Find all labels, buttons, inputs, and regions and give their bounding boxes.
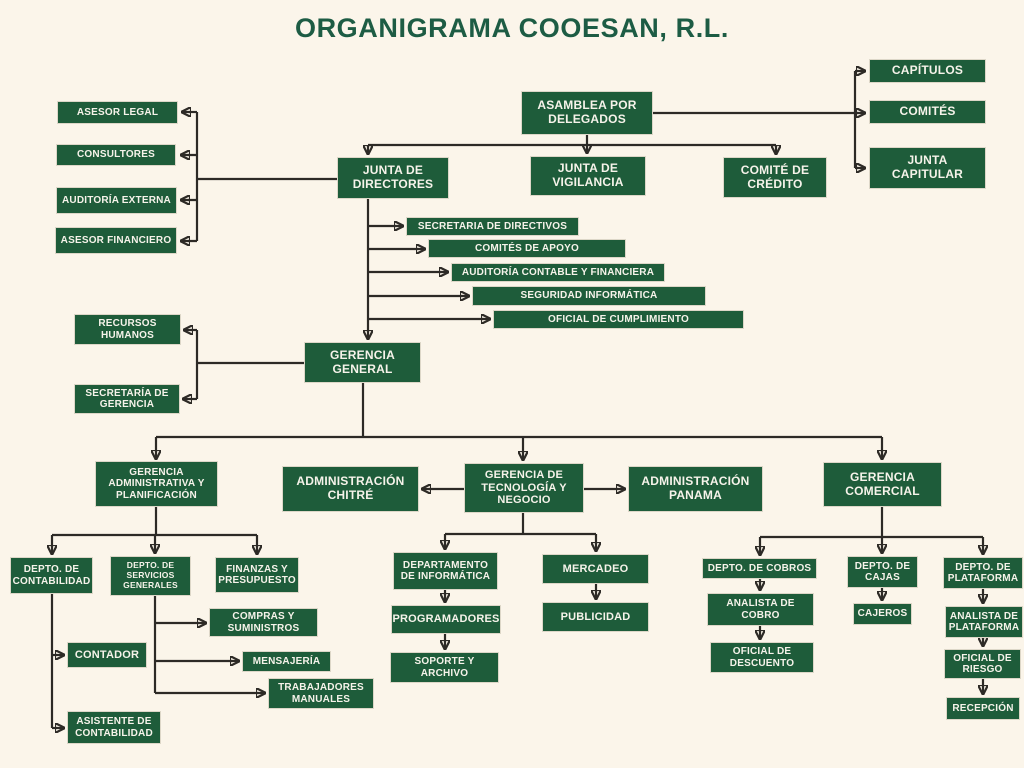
node-gerencia-comercial: GERENCIA COMERCIAL: [824, 463, 941, 506]
node-junta-capitular: JUNTA CAPITULAR: [870, 148, 985, 188]
node-depto-de-cajas: DEPTO. DE CAJAS: [848, 557, 917, 587]
node-asamblea-por-delegados: ASAMBLEA POR DELEGADOS: [522, 92, 652, 134]
node-analista-de-plataforma: ANALISTA DE PLATAFORMA: [946, 607, 1022, 637]
node-junta-de-vigilancia: JUNTA DE VIGILANCIA: [531, 157, 645, 195]
node-contador: CONTADOR: [68, 643, 146, 667]
node-depto-de-cobros: DEPTO. DE COBROS: [703, 559, 816, 578]
node-depto-de-plataforma: DEPTO. DE PLATAFORMA: [944, 558, 1022, 588]
node-administracion-chitre: ADMINISTRACIÓN CHITRÉ: [283, 467, 418, 511]
node-secretaria-de-directivos: SECRETARIA DE DIRECTIVOS: [407, 218, 578, 235]
node-gerencia-administrativa-y-planificacion: GERENCIA ADMINISTRATIVA Y PLANIFICACIÓN: [96, 462, 217, 506]
node-recursos-humanos: RECURSOS HUMANOS: [75, 315, 180, 344]
node-asesor-legal: ASESOR LEGAL: [58, 102, 177, 123]
node-gerencia-general: GERENCIA GENERAL: [305, 343, 420, 382]
node-soporte-y-archivo: SOPORTE Y ARCHIVO: [391, 653, 498, 682]
node-comites-de-apoyo: COMITÉS DE APOYO: [429, 240, 625, 257]
node-asistente-de-contabilidad: ASISTENTE DE CONTABILIDAD: [68, 712, 160, 743]
node-comite-de-credito: COMITÉ DE CRÉDITO: [724, 158, 826, 197]
node-mercadeo: MERCADEO: [543, 555, 648, 583]
node-oficial-de-descuento: OFICIAL DE DESCUENTO: [711, 643, 813, 672]
node-auditoria-externa: AUDITORÍA EXTERNA: [57, 188, 176, 213]
node-cajeros: CAJEROS: [854, 604, 911, 624]
node-junta-de-directores: JUNTA DE DIRECTORES: [338, 158, 448, 198]
node-oficial-de-cumplimiento: OFICIAL DE CUMPLIMIENTO: [494, 311, 743, 328]
page-title: ORGANIGRAMA COOESAN, R.L.: [294, 13, 729, 43]
node-depto-de-servicios-generales: DEPTO. DE SERVICIOS GENERALES: [111, 557, 190, 595]
node-mensajeria: MENSAJERÍA: [243, 652, 330, 671]
node-trabajadores-manuales: TRABAJADORES MANUALES: [269, 679, 373, 708]
node-comites: COMITÉS: [870, 101, 985, 123]
node-secretaria-de-gerencia: SECRETARÍA DE GERENCIA: [75, 385, 179, 413]
node-publicidad: PUBLICIDAD: [543, 603, 648, 631]
node-departamento-de-informatica: DEPARTAMENTO DE INFORMÁTICA: [394, 553, 497, 589]
node-oficial-de-riesgo: OFICIAL DE RIESGO: [945, 650, 1020, 678]
node-programadores: PROGRAMADORES: [392, 606, 500, 633]
node-depto-de-contabilidad: DEPTO. DE CONTABILIDAD: [11, 558, 92, 593]
node-compras-y-suministros: COMPRAS Y SUMINISTROS: [210, 609, 317, 636]
node-consultores: CONSULTORES: [57, 145, 175, 165]
node-auditoria-contable-y-financiera: AUDITORÍA CONTABLE Y FINANCIERA: [452, 264, 664, 281]
node-analista-de-cobro: ANALISTA DE COBRO: [708, 594, 813, 625]
node-asesor-financiero: ASESOR FINANCIERO: [56, 228, 176, 253]
node-recepcion: RECEPCIÓN: [947, 698, 1019, 719]
node-capitulos: CAPÍTULOS: [870, 60, 985, 82]
node-gerencia-de-tecnologia-y-negocio: GERENCIA DE TECNOLOGÍA Y NEGOCIO: [465, 464, 583, 512]
node-seguridad-informatica: SEGURIDAD INFORMÁTICA: [473, 287, 705, 305]
node-administracion-panama: ADMINISTRACIÓN PANAMA: [629, 467, 762, 511]
node-finanzas-y-presupuesto: FINANZAS Y PRESUPUESTO: [216, 558, 298, 592]
